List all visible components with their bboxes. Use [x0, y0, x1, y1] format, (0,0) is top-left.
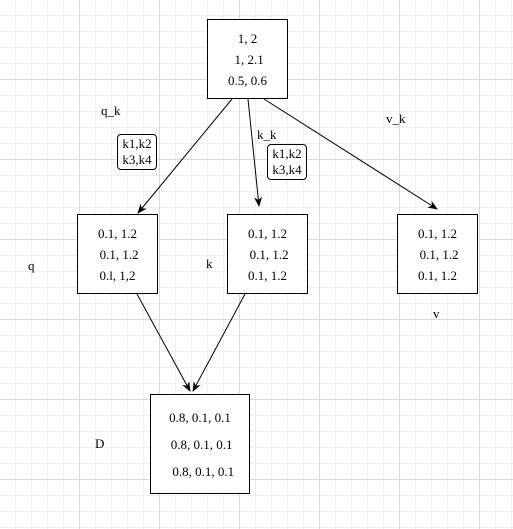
- node-v-line-2: 0.1, 1.2: [416, 246, 459, 262]
- key-box-k[interactable]: k1,k2 k3,k4: [267, 144, 307, 180]
- node-k-line-3: 0.1, 1.2: [248, 267, 287, 283]
- node-d-line-3: 0.8, 0.1, 0.1: [167, 436, 233, 452]
- edge-q-to-d: [136, 293, 191, 392]
- node-top[interactable]: 1, 2 1, 2.1 0.5, 0.6: [207, 19, 288, 99]
- key-box-q[interactable]: k1,k2 k3,k4: [117, 134, 157, 170]
- node-v-line-3: 0.1, 1.2: [418, 267, 457, 283]
- node-d[interactable]: 0.8, 0.1, 0.1 0.8, 0.1, 0.1 0.8, 0.1, 0.…: [150, 394, 250, 494]
- node-v[interactable]: 0.1, 1.2 0.1, 1.2 0.1, 1.2: [397, 214, 478, 294]
- node-label-v[interactable]: v: [433, 306, 440, 321]
- key-box-k-line-1: k1,k2: [272, 146, 302, 161]
- node-label-q[interactable]: q: [28, 258, 35, 273]
- edge-top-to-k: [247, 98, 263, 207]
- edge-label-v-k[interactable]: v_k: [386, 111, 406, 126]
- edge-top-to-v: [263, 98, 438, 210]
- key-box-k-line-2: k3,k4: [272, 162, 302, 177]
- node-q-line-2: 0.1, 1.2: [96, 246, 139, 262]
- edge-k-to-d: [192, 293, 246, 392]
- key-box-q-line-1: k1,k2: [122, 136, 152, 151]
- node-v-line-1: 0.1, 1.2: [418, 225, 457, 241]
- node-d-line-4: 0.8, 0.1, 0.1: [165, 463, 235, 479]
- node-d-line-1: 0.8, 0.1, 0.1: [169, 409, 231, 425]
- node-k-line-1: 0.1, 1.2: [248, 225, 287, 241]
- edge-top-to-q: [137, 98, 233, 214]
- edge-label-q-k[interactable]: q_k: [101, 103, 121, 118]
- node-top-line-3: 0.5, 0.6: [228, 72, 267, 88]
- key-box-q-line-2: k3,k4: [122, 152, 152, 167]
- node-top-line-1: 1, 2: [237, 30, 258, 46]
- node-k-line-2: 0.1, 1.2: [246, 246, 289, 262]
- node-label-k[interactable]: k: [206, 256, 213, 271]
- node-q-line-3: 0.l, 1,2: [99, 267, 136, 283]
- node-label-d[interactable]: D: [95, 436, 105, 451]
- node-q[interactable]: 0.1, 1.2 0.1, 1.2 0.l, 1,2: [77, 214, 158, 294]
- edge-label-k-k[interactable]: k_k: [257, 127, 277, 142]
- node-top-line-2: 1, 2.1: [231, 51, 264, 67]
- node-q-line-1: 0.1, 1.2: [98, 225, 137, 241]
- node-k[interactable]: 0.1, 1.2 0.1, 1.2 0.1, 1.2: [227, 214, 308, 294]
